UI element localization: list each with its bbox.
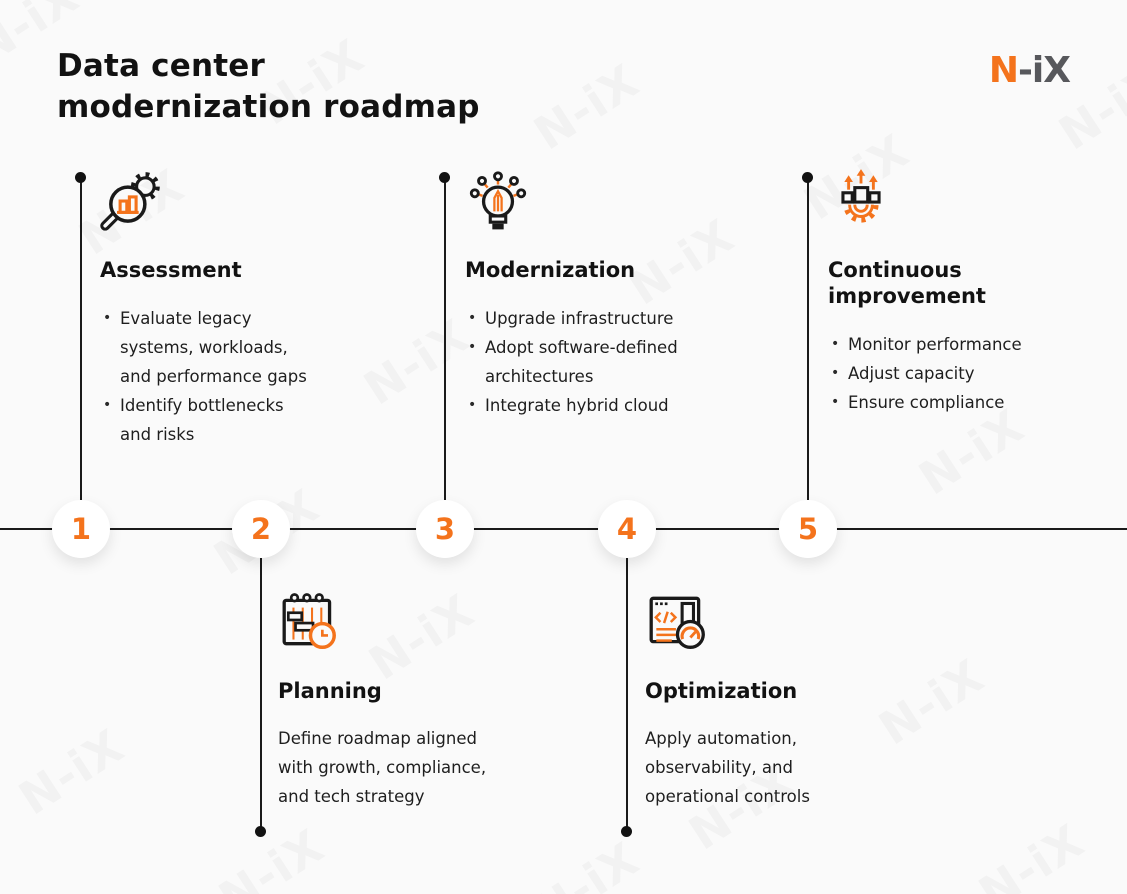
watermark: N-iX [524, 832, 648, 894]
step-title: Planning [278, 679, 382, 703]
step-bullet-list: Evaluate legacy systems, workloads, and … [100, 304, 308, 449]
step-number: 4 [616, 512, 638, 546]
step-description: Apply automation, observability, and ope… [645, 729, 810, 806]
connector-dot-step-3 [439, 172, 450, 183]
bullet-item: Adjust capacity [828, 359, 1068, 388]
lightbulb-idea-icon [469, 171, 527, 230]
step-title: Modernization [465, 258, 636, 282]
connector-dot-step-2 [255, 826, 266, 837]
step-modernization: Modernization Upgrade infrastructure Ado… [465, 167, 755, 420]
timeline-node-5: 5 [779, 500, 837, 558]
gear-squares-arrows-icon [841, 169, 881, 223]
bullet-item: Evaluate legacy systems, workloads, and … [100, 304, 308, 391]
timeline-node-3: 3 [416, 500, 474, 558]
step-number: 5 [797, 512, 819, 546]
step-title: Assessment [100, 258, 242, 282]
timeline-line [0, 528, 1127, 530]
timeline-node-1: 1 [52, 500, 110, 558]
step-title: Optimization [645, 679, 798, 703]
bullet-item: Integrate hybrid cloud [465, 391, 707, 420]
bullet-item: Ensure compliance [828, 388, 1068, 417]
connector-step-5 [807, 178, 809, 500]
magnifier-bar-chart-gear-icon [100, 172, 160, 231]
step-number: 3 [434, 512, 456, 546]
step-planning: Planning Define roadmap aligned with gro… [278, 588, 558, 811]
connector-dot-step-1 [75, 172, 86, 183]
connector-step-2 [260, 558, 262, 830]
connector-dot-step-4 [621, 826, 632, 837]
connector-step-4 [626, 558, 628, 830]
nix-logo-orange-part: N [988, 50, 1019, 91]
watermark: N-iX [969, 814, 1093, 894]
timeline-node-2: 2 [232, 500, 290, 558]
nix-logo: N-iX [988, 50, 1071, 91]
timeline-node-4: 4 [598, 500, 656, 558]
page-title: Data center modernization roadmap [57, 46, 480, 128]
connector-step-3 [444, 178, 446, 500]
step-bullet-list: Monitor performance Adjust capacity Ensu… [828, 330, 1068, 417]
step-continuous-improvement: Continuous improvement Monitor performan… [828, 167, 1088, 417]
bullet-item: Upgrade infrastructure [465, 304, 707, 333]
watermark: N-iX [524, 54, 648, 161]
gantt-calendar-clock-icon [282, 593, 336, 650]
step-title: Continuous improvement [828, 258, 986, 308]
connector-dot-step-5 [802, 172, 813, 183]
bullet-item: Adopt software-defined architectures [465, 333, 707, 391]
connector-step-1 [80, 178, 82, 500]
page-title-line1: Data center [57, 48, 265, 84]
step-number: 2 [250, 512, 272, 546]
page-title-line2: modernization roadmap [57, 89, 480, 125]
step-assessment: Assessment Evaluate legacy systems, work… [100, 167, 390, 449]
step-optimization: Optimization Apply automation, observabi… [645, 588, 925, 811]
bullet-item: Monitor performance [828, 330, 1068, 359]
step-description: Define roadmap aligned with growth, comp… [278, 729, 487, 806]
step-bullet-list: Upgrade infrastructure Adopt software-de… [465, 304, 707, 420]
nix-logo-gray-part: -iX [1017, 50, 1071, 91]
browser-code-gauge-icon [649, 596, 705, 649]
bullet-item: Identify bottlenecks and risks [100, 391, 308, 449]
watermark: N-iX [209, 819, 333, 894]
watermark: N-iX [9, 719, 133, 826]
step-number: 1 [70, 512, 92, 546]
